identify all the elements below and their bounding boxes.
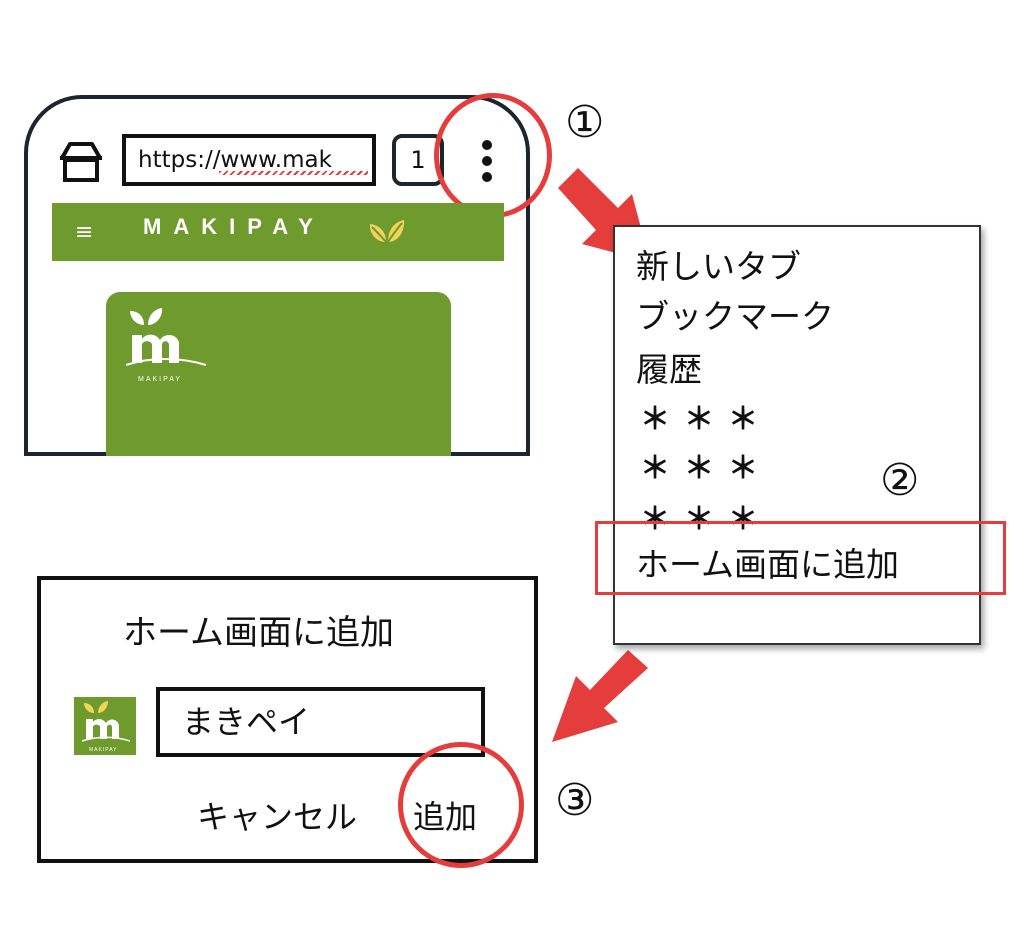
spellcheck-underline: [219, 171, 368, 175]
tab-count: 1: [410, 146, 426, 174]
menu-item-bookmarks[interactable]: ブックマーク: [636, 297, 834, 336]
menu-item-new-tab[interactable]: 新しいタブ: [636, 247, 801, 286]
hamburger-menu-icon[interactable]: ≡: [75, 220, 94, 245]
step1-label: ①: [565, 97, 605, 148]
step3-highlight-circle: [398, 742, 524, 868]
step2-highlight-box: [595, 521, 1006, 595]
phone-frame: [24, 95, 530, 455]
cancel-button[interactable]: キャンセル: [197, 798, 358, 836]
menu-item-add-to-home[interactable]: ホーム画面に追加: [636, 545, 900, 584]
menu-item-history[interactable]: 履歴: [636, 350, 702, 389]
home-icon[interactable]: [56, 140, 106, 184]
app-icon: MAKIPAY: [74, 697, 136, 755]
menu-item-hidden[interactable]: ＊＊＊: [640, 502, 772, 537]
step3-label: ③: [555, 775, 595, 826]
browser-menu: [613, 225, 981, 645]
address-bar[interactable]: https://www.mak: [122, 134, 376, 186]
address-bar-text: https://www.mak: [138, 147, 332, 173]
menu-item-hidden[interactable]: ＊＊＊: [640, 402, 772, 437]
leaf-logo-icon: [369, 220, 405, 243]
site-header: [52, 203, 504, 261]
step1-highlight-circle: [434, 93, 552, 218]
shortcut-name-input[interactable]: まきペイ: [156, 687, 485, 757]
site-brand: MAKIPAY: [143, 214, 325, 239]
step2-label: ②: [880, 455, 920, 506]
dialog-title: ホーム画面に追加: [123, 613, 394, 653]
logo-caption: MAKIPAY: [138, 376, 182, 383]
site-card: [106, 292, 451, 456]
makipay-logo-icon: MAKIPAY: [125, 308, 207, 383]
menu-item-hidden[interactable]: ＊＊＊: [640, 451, 772, 486]
app-icon-caption: MAKIPAY: [89, 747, 118, 753]
arrow-to-dialog-icon: [552, 650, 648, 742]
